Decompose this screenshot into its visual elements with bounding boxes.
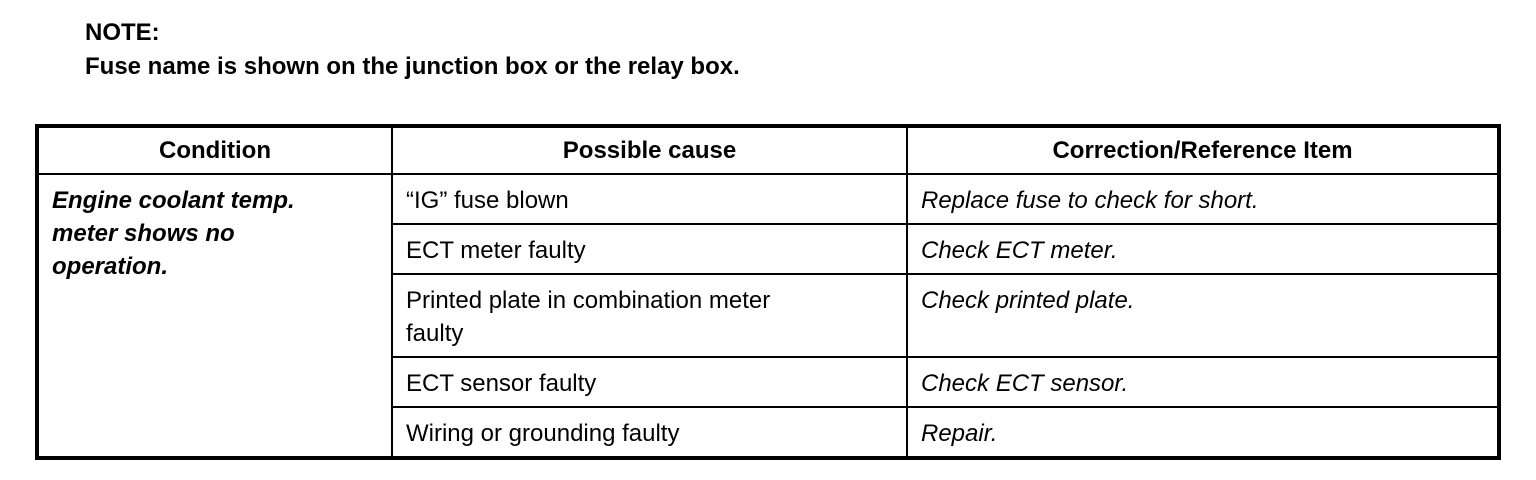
cause-text: “IG” fuse blown: [406, 187, 569, 214]
correction-cell: Check ECT meter.: [906, 223, 1500, 275]
cause-cell: ECT meter faulty: [391, 223, 908, 275]
note-text: Fuse name is shown on the junction box o…: [85, 53, 740, 80]
cause-text: ECT sensor faulty: [406, 370, 597, 397]
correction-text: Check ECT sensor.: [921, 370, 1129, 397]
column-header-condition: Condition: [36, 125, 393, 175]
correction-text: Check ECT meter.: [921, 237, 1118, 264]
table-row: Wiring or grounding faulty Repair.: [37, 406, 1500, 459]
correction-cell: Check ECT sensor.: [906, 356, 1500, 408]
correction-cell: Check printed plate.: [906, 273, 1500, 358]
table-row: Engine coolant temp. meter shows no oper…: [36, 173, 1500, 459]
cause-cell: ECT sensor faulty: [391, 356, 908, 408]
correction-text: Check printed plate.: [921, 287, 1135, 314]
note-label: NOTE:: [85, 19, 160, 46]
column-header-possible-cause: Possible cause: [391, 125, 908, 175]
table-row: ECT meter faulty Check ECT meter.: [37, 223, 1500, 275]
correction-text: Replace fuse to check for short.: [921, 187, 1259, 214]
table-row: ECT sensor faulty Check ECT sensor.: [37, 356, 1500, 408]
cause-cell: Wiring or grounding faulty: [391, 406, 908, 459]
note-block: NOTE: Fuse name is shown on the junction…: [85, 16, 740, 84]
correction-text: Repair.: [921, 420, 998, 447]
column-header-correction-reference: Correction/Reference Item: [906, 125, 1500, 175]
correction-cell: Replace fuse to check for short.: [906, 173, 1500, 225]
cause-text: ECT meter faulty: [406, 237, 586, 264]
condition-cell: Engine coolant temp. meter shows no oper…: [36, 173, 393, 459]
condition-text: Engine coolant temp. meter shows no oper…: [52, 187, 295, 280]
table-row: Printed plate in combination meter fault…: [37, 273, 1500, 358]
correction-cell: Repair.: [906, 406, 1500, 459]
cause-cell: Printed plate in combination meter fault…: [391, 273, 908, 358]
troubleshooting-table: Condition Possible cause Correction/Refe…: [35, 124, 1501, 460]
cause-text: Wiring or grounding faulty: [406, 420, 680, 447]
cause-text: Printed plate in combination meter fault…: [406, 287, 771, 347]
table-header-row: Condition Possible cause Correction/Refe…: [36, 125, 1500, 175]
cause-cell: “IG” fuse blown: [391, 173, 908, 225]
